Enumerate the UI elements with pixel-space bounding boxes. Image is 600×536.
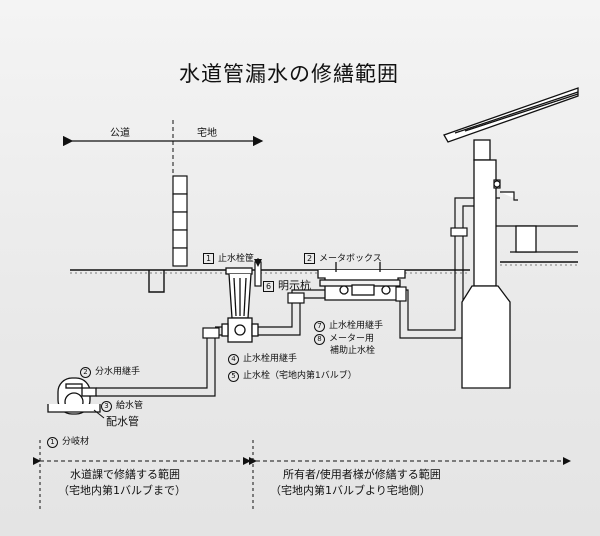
owner-range-title: 所有者/使用者様が修繕する範囲 <box>283 468 441 481</box>
house <box>443 87 579 389</box>
pipe-joints <box>202 227 468 339</box>
label-meter-aux-valve-line2: 補助止水栓 <box>330 346 376 356</box>
city-range-title: 水道課で修繕する範囲 <box>70 468 180 481</box>
road-gutter <box>148 270 165 293</box>
faucet <box>493 179 518 201</box>
distribution-main <box>47 377 101 415</box>
main-pipe-leader <box>93 409 105 419</box>
zone-private-land: 宅地 <box>197 128 217 139</box>
block-wall <box>172 175 188 267</box>
zone-public-road: 公道 <box>110 128 130 139</box>
city-range-subtitle: （宅地内第1バルブまで） <box>58 484 186 497</box>
owner-range-subtitle: （宅地内第1バルブより宅地側） <box>270 484 431 497</box>
label-distribution-main: 配水管 <box>106 415 139 428</box>
page-title: 水道管漏水の修繕範囲 <box>179 62 399 86</box>
stop-valve-body <box>221 317 259 343</box>
meter-box <box>317 262 406 301</box>
stop-valve-box <box>225 267 253 319</box>
